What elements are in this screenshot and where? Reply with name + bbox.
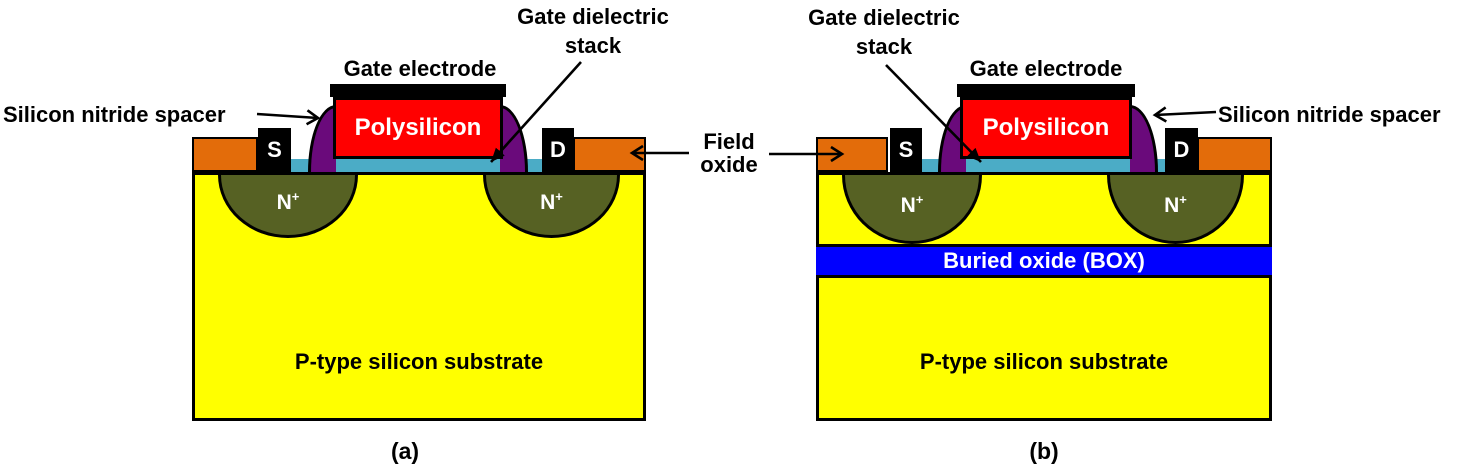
nitride-spacer-right-a: [500, 105, 528, 172]
substrate-label-b: P-type silicon substrate: [919, 349, 1169, 374]
device-b-soi-mosfet: N+ N+ Buried oxide (BOX) P-type silicon …: [816, 0, 1272, 468]
n-plus-label: N+: [540, 189, 563, 214]
polysilicon-gate-a: Polysilicon: [333, 97, 503, 159]
gate-dielectric-line2: stack: [855, 34, 913, 59]
gate-electrode-cap-a: [330, 84, 506, 97]
gate-dielectric-layer-b: [920, 159, 1168, 172]
drain-contact-b: D: [1165, 128, 1198, 172]
substrate-label-a: P-type silicon substrate: [294, 349, 544, 374]
field-oxide-line2: oxide: [700, 152, 758, 177]
n-plus-label: N+: [1164, 192, 1187, 217]
gate-dielectric-line1: Gate dielectric: [517, 4, 669, 29]
n-plus-label: N+: [276, 189, 300, 214]
drain-label: D: [550, 137, 566, 162]
nitride-spacer-right-b: [1130, 105, 1158, 172]
gate-electrode-label-b: Gate electrode: [969, 56, 1123, 81]
device-a-bulk-mosfet: N+ N+ P-type silicon substrate Polysilic…: [192, 0, 646, 468]
gate-electrode-cap-b: [957, 84, 1135, 97]
source-contact-b: S: [890, 128, 922, 172]
gate-dielectric-stack-label-b: Gate dielectric stack: [796, 3, 972, 61]
buried-oxide-label: Buried oxide (BOX): [943, 248, 1145, 273]
n-plus-source-well-a: N+: [218, 175, 358, 238]
n-plus-label: N+: [900, 192, 924, 217]
polysilicon-label: Polysilicon: [982, 114, 1110, 141]
silicon-nitride-spacer-label-b: Silicon nitride spacer: [1218, 102, 1441, 127]
n-plus-drain-well-b: N+: [1107, 175, 1244, 244]
source-contact-a: S: [258, 128, 291, 172]
field-oxide-right-b: [1197, 137, 1272, 172]
silicon-nitride-spacer-label-a: Silicon nitride spacer: [3, 102, 226, 127]
p-substrate-a: N+ N+ P-type silicon substrate: [192, 172, 646, 421]
field-oxide-label: Field oxide: [679, 130, 779, 176]
field-oxide-right-a: [573, 137, 646, 172]
drain-label: D: [1173, 137, 1190, 162]
field-oxide-line1: Field: [703, 129, 755, 154]
gate-dielectric-stack-label-a: Gate dielectric stack: [505, 2, 681, 60]
field-oxide-left-b: [816, 137, 888, 172]
field-oxide-left-a: [192, 137, 258, 172]
gate-electrode-label-a: Gate electrode: [343, 56, 497, 81]
gate-dielectric-line2: stack: [564, 33, 622, 58]
caption-b: (b): [1029, 438, 1059, 464]
gate-dielectric-line1: Gate dielectric: [808, 5, 960, 30]
n-plus-drain-well-a: N+: [483, 175, 620, 238]
buried-oxide-layer: Buried oxide (BOX): [816, 244, 1272, 278]
nitride-spacer-left-a: [308, 105, 336, 172]
polysilicon-gate-b: Polysilicon: [960, 97, 1132, 159]
n-plus-source-well-b: N+: [842, 175, 982, 244]
caption-a: (a): [390, 438, 420, 464]
p-substrate-b: N+ N+ Buried oxide (BOX) P-type silicon …: [816, 172, 1272, 421]
drain-contact-a: D: [542, 128, 574, 172]
source-label: S: [267, 137, 282, 162]
polysilicon-label: Polysilicon: [354, 114, 482, 141]
source-label: S: [898, 137, 914, 162]
gate-dielectric-layer-a: [290, 159, 542, 172]
